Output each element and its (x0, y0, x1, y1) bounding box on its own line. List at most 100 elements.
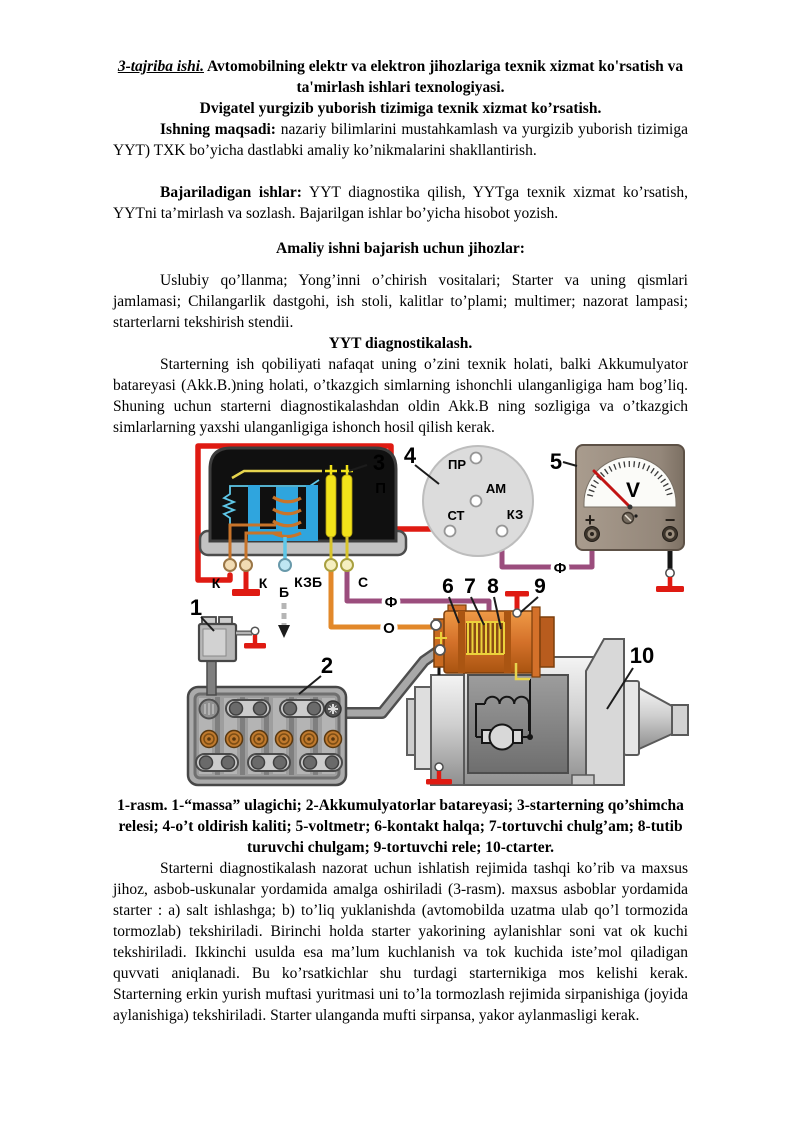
starter-schematic (475, 679, 533, 751)
ground-switch-face (202, 628, 227, 657)
relay-contact-post-1 (325, 474, 337, 538)
voltmeter-unit: V (626, 479, 640, 502)
ground-switch-contact (250, 626, 260, 636)
solenoid-contact-lower (434, 644, 446, 656)
relay-contact-bar (231, 469, 322, 480)
starter-ground-contact (434, 762, 444, 772)
ground-switch-ground-stem (252, 635, 258, 643)
voltmeter-needle (592, 469, 632, 509)
voltmeter-plus-knob (584, 526, 600, 542)
solenoid-band-1 (458, 611, 465, 673)
solenoid-band-2 (504, 611, 511, 673)
arrow-b-label: Б (279, 584, 289, 600)
wiring-diagram: К К КЗ Б С Б 3 ПР АМ СТ КЗ 4 (186, 443, 689, 787)
wire-label-f2: Ф (385, 594, 398, 611)
solenoid-flange (531, 606, 541, 678)
voltmeter-minus-label: − (665, 510, 676, 530)
terminal-k1 (223, 558, 237, 572)
switch-terminal-st (443, 524, 457, 538)
callout-8: 8 (487, 575, 499, 598)
callout-2: 2 (321, 653, 333, 678)
switch-label-am: АМ (486, 481, 506, 496)
arrow-b-head (278, 625, 290, 638)
relay-yellow-leads (329, 537, 349, 559)
battery-top-links (225, 699, 325, 718)
voltmeter: V + − (575, 444, 685, 592)
paragraph-final: Starterni diagnostikalash nazorat uchun … (113, 860, 688, 1024)
relay-housing (208, 446, 398, 543)
purple-wire-relay-to-solenoid (344, 567, 492, 620)
voltmeter-screw-slot (624, 514, 632, 522)
drive-ring (623, 680, 640, 756)
callout-5: 5 (550, 449, 562, 474)
terminal-kz (278, 558, 292, 572)
callout-2-line (298, 675, 322, 695)
paragraph-equipment: Uslubiy qo’llanma; Yong’inni o’chirish v… (113, 272, 688, 331)
terminal-b-label: Б (312, 574, 322, 590)
switch-terminal-pr (469, 451, 483, 465)
subtitle: Dvigatel yurgizib yuborish tizimiga texn… (199, 100, 602, 117)
ignition-switch: ПР АМ СТ КЗ (422, 445, 534, 557)
terminal-k2-label: К (259, 575, 268, 591)
paragraph-tasks-label: Bajariladigan ishlar: (160, 184, 302, 201)
callout-lines-solenoid (448, 596, 539, 630)
battery-vent-caps (199, 729, 343, 749)
callout-10-line (606, 667, 634, 710)
solenoid-bottom-lead (514, 663, 530, 681)
solenoid-contact-mark (435, 632, 447, 644)
ground-switch-ground-bar (244, 643, 266, 649)
terminal-k1-label: К (212, 575, 221, 591)
heading-diagnostics: YYT diagnostikalash. (328, 335, 473, 352)
terminal-b (324, 558, 338, 572)
battery-minus-post-ribs (204, 703, 214, 715)
title-lead: 3-tajriba ishi. (117, 58, 204, 75)
starter-motor (406, 638, 689, 786)
wire-label-f1: Ф (554, 560, 567, 577)
switch-label-st: СТ (447, 508, 464, 523)
ground-solenoid-bar (505, 591, 529, 597)
ground-starter-bar (426, 779, 452, 785)
callout-10: 10 (630, 643, 654, 668)
battery-plus-post (324, 700, 342, 718)
callout-4-line (414, 464, 440, 485)
wires (195, 443, 673, 719)
starter-section (467, 674, 569, 774)
figure-1: К К КЗ Б С Б 3 ПР АМ СТ КЗ 4 (186, 441, 701, 793)
battery (186, 685, 348, 787)
solenoid-coil (466, 621, 505, 655)
starter-bell (585, 638, 625, 786)
paragraph-tasks-text: YYT diagnostika qilish, YYTga texnik xiz… (113, 184, 688, 222)
title-rest: Avtomobilning elektr va elektron jihozla… (203, 58, 684, 96)
callout-1-line (200, 616, 215, 632)
solenoid-cap (539, 616, 555, 668)
drive-cone (638, 686, 673, 751)
relay-orange-leads (228, 523, 282, 559)
solenoid-contact-upper (430, 619, 442, 631)
page-title: 3-tajriba ishi. Avtomobilning elektr va … (113, 56, 688, 98)
ground-voltmeter-stem (667, 577, 673, 586)
ground-switch-stem (206, 658, 217, 696)
ground-starter-stem (436, 771, 442, 779)
starter-foot (571, 774, 595, 786)
paragraph-tasks: Bajariladigan ishlar: YYT diagnostika qi… (113, 182, 688, 224)
callout-1: 1 (190, 595, 202, 620)
solenoid (430, 591, 555, 681)
relay-coil-winding (272, 495, 302, 539)
battery-cable (337, 648, 441, 717)
switch-terminal-am (469, 494, 483, 508)
solenoid-top-contact (512, 608, 522, 618)
voltmeter-ticks (587, 461, 673, 497)
voltmeter-ground-contact (665, 568, 675, 578)
ground-switch (197, 616, 266, 696)
paragraph-goal-label: Ishning maqsadi: (160, 121, 276, 138)
voltmeter-plus-label: + (585, 510, 596, 530)
ground-relay-bar (232, 589, 260, 596)
terminal-s-label: С (358, 574, 368, 590)
relay-contact-post-2 (341, 474, 353, 538)
callout-3: 3 (373, 450, 385, 475)
battery-bottom-links (195, 753, 343, 772)
paragraph-goal-text: nazariy bilimlarini mustahkamlash va yur… (113, 121, 688, 159)
paragraph-diagnostics: Starterning ish qobiliyati nafaqat uning… (113, 356, 688, 436)
switch-terminal-kz (495, 524, 509, 538)
